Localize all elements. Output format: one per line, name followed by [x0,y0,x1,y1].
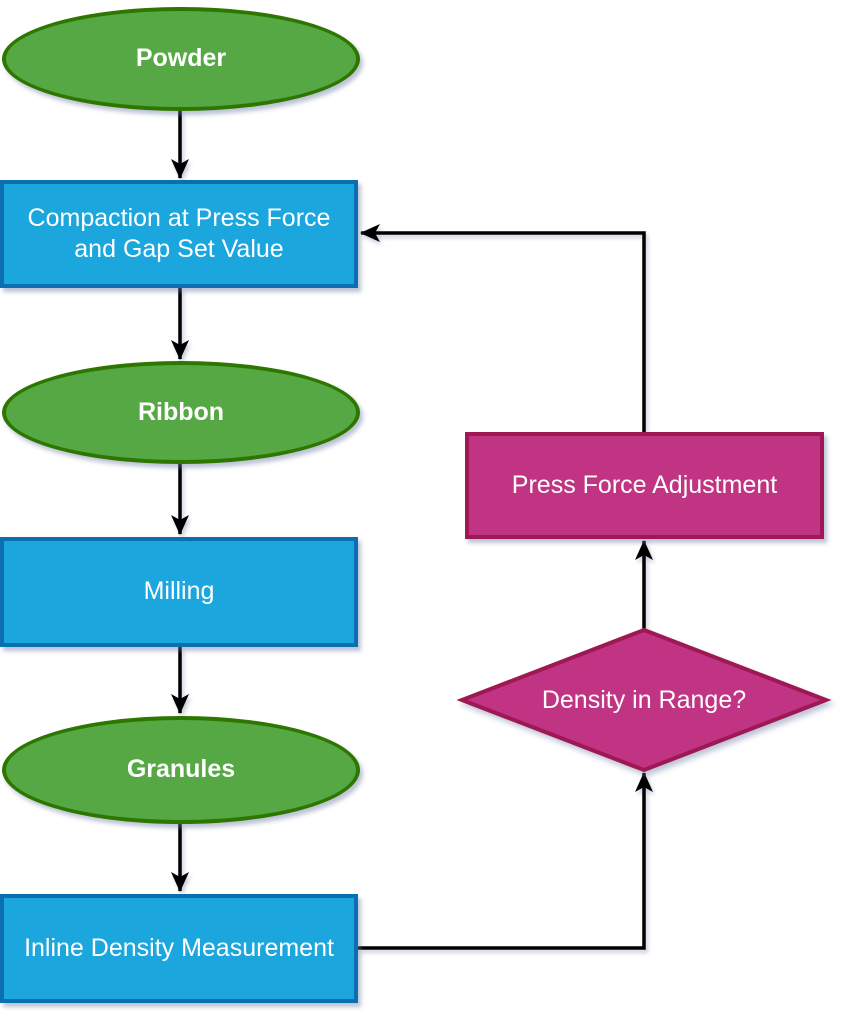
node-press-force-adjustment: Press Force Adjustment [465,432,824,539]
node-inline-density: Inline Density Measurement [0,894,358,1003]
node-press-force-adjustment-label: Press Force Adjustment [511,470,778,499]
node-granules: Granules [2,716,360,824]
node-density-decision-shape [456,627,832,773]
edge-inline-density-decision [358,772,653,950]
node-compaction-label: Compaction at Press Force and Gap Set Va… [27,203,331,263]
node-density-decision-label: Density in Range? [541,685,747,714]
edge-press-force-adjustment-compaction [360,224,646,432]
node-powder: Powder [2,7,360,111]
node-powder-label: Powder [135,44,227,73]
node-milling-label: Milling [143,577,215,606]
node-compaction: Compaction at Press Force and Gap Set Va… [0,180,358,288]
node-ribbon-label: Ribbon [137,397,225,426]
node-density-decision: Density in Range? [462,630,826,770]
node-ribbon: Ribbon [2,361,360,464]
node-granules-label: Granules [126,755,236,784]
node-milling: Milling [0,537,358,647]
node-inline-density-label: Inline Density Measurement [24,933,334,962]
